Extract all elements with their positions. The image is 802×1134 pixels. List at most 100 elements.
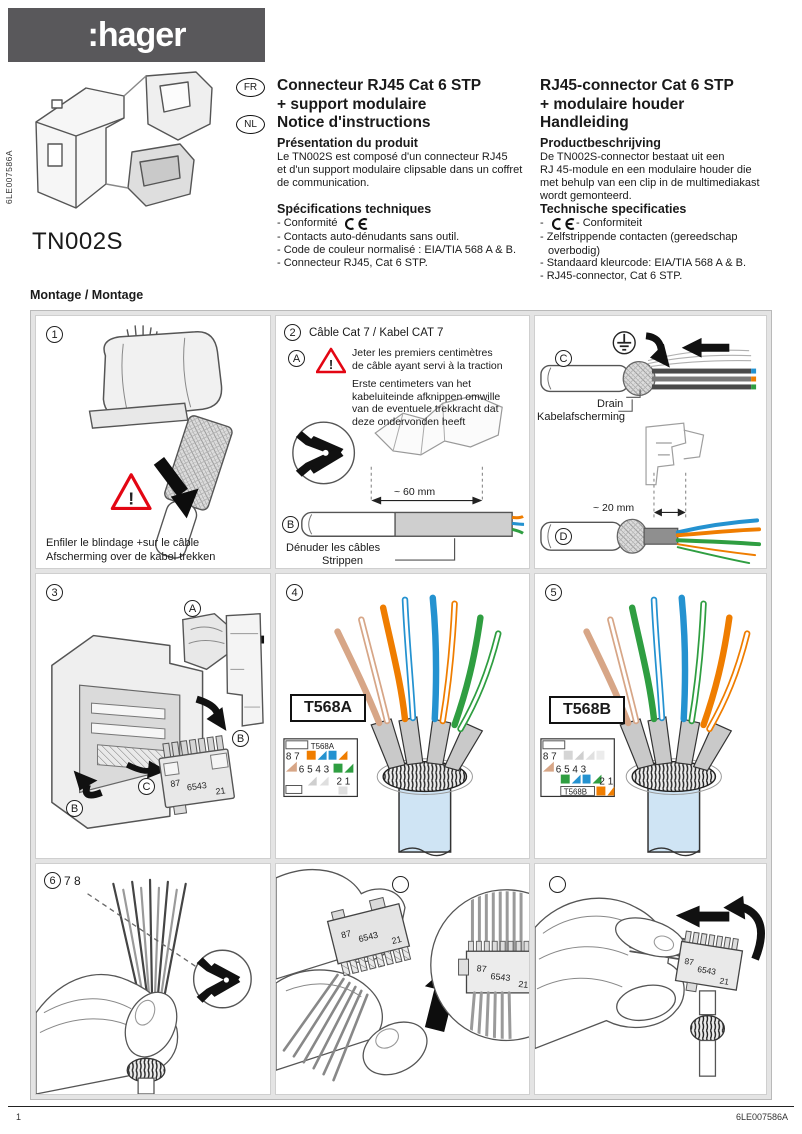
nl-spec-item: - RJ45-connector, Cat 6 STP. — [540, 270, 683, 282]
fr-spec-conformity: - Conformité — [277, 217, 369, 231]
step-number-3: 3 — [46, 584, 63, 601]
step678-illustration — [36, 878, 252, 1094]
fr-spec-item: - Code de couleur normalisé : EIA/TIA 56… — [277, 244, 517, 256]
step2-warning-nl: Erste centimeters van het kabeluiteinde … — [352, 378, 501, 428]
arrow-curved-icon — [723, 895, 765, 961]
hager-logo: :hager — [87, 15, 187, 54]
footer-reference: 6LE007586A — [735, 1112, 788, 1122]
warning-icon: ! — [316, 347, 346, 374]
fr-title-line1: Connecteur RJ45 Cat 6 STP — [277, 77, 482, 94]
step-label-d: D — [555, 528, 572, 545]
pinout-standard-label: T568A — [311, 742, 335, 751]
fr-spec-conformity-text: - Conformité — [277, 217, 338, 229]
connector-pin-numbers: 87 — [340, 928, 352, 940]
fr-presentation-body: Le TN002S est composé d'un connecteur RJ… — [277, 151, 523, 189]
step-label-c: C — [555, 350, 572, 367]
panel-insert-wires: 87 6543 21 — [275, 863, 530, 1095]
footer-page-number: 1 — [16, 1112, 22, 1122]
arrow-curved-icon — [125, 760, 167, 779]
step1-caption-nl: Afscherming over de kabel trekken — [46, 551, 216, 563]
nl-spec-item: - Zelfstrippende contacten (gereedschap … — [540, 231, 738, 257]
step3-label-b: B — [66, 800, 83, 817]
connector-pin-numbers: 21 — [215, 785, 226, 796]
connector-pin-numbers: 21 — [391, 934, 403, 946]
connector-pin-numbers: 6543 — [186, 780, 207, 793]
warning-exclamation: ! — [128, 488, 134, 508]
step1-illustration: ! — [88, 325, 233, 559]
connector-pin-numbers: 21 — [518, 979, 529, 990]
panel-step-678: 6 7 8 — [35, 863, 271, 1095]
nl-presentation-title: Productbeschrijving — [540, 136, 661, 150]
t568a-label: T568A — [290, 694, 367, 722]
warning-exclamation: ! — [329, 357, 333, 372]
pinout-row: 2 1 — [599, 777, 613, 788]
step2-label-b: B — [282, 516, 299, 533]
step-circle-empty — [549, 876, 566, 893]
step2-warning-fr: Jeter les premiers centimètres de câble … — [352, 347, 503, 372]
dimension-20mm: ~ 20 mm — [593, 502, 635, 514]
step-number-1: 1 — [46, 326, 63, 343]
ground-icon — [612, 331, 636, 355]
fr-specs-title: Spécifications techniques — [277, 202, 432, 216]
step2-caption-nl: Strippen — [322, 555, 363, 567]
rj45-connector-block: 87 6543 21 — [158, 735, 235, 816]
drain-label: Drain — [597, 398, 624, 410]
shield-braid-ring — [382, 760, 468, 793]
montage-grid: ! 1 Enfiler le blindage +sur le câble Af… — [30, 310, 772, 1100]
step1-caption-fr: Enfiler le blindage +sur le câble — [46, 537, 200, 549]
fr-doc-type: Notice d'instructions — [277, 114, 431, 131]
step-circle-empty — [392, 876, 409, 893]
rj45-connector-block: 87 6543 21 — [326, 896, 412, 977]
nl-title: RJ45-connector Cat 6 STP + modulaire hou… — [540, 76, 734, 114]
dimension-60mm-line — [371, 496, 483, 505]
step-number-5: 5 — [545, 584, 562, 601]
step3-label-a: A — [184, 600, 201, 617]
connector-pin-numbers: 6543 — [357, 930, 379, 945]
fr-presentation-title: Présentation du produit — [277, 136, 418, 150]
pinout-row: 6 5 4 3 — [299, 765, 330, 776]
dimension-20mm-line — [653, 508, 686, 517]
step-number-4: 4 — [286, 584, 303, 601]
fr-language-badge: FR — [236, 78, 265, 97]
arrow-curved-icon — [195, 695, 227, 731]
pinout-row: 2 1 — [337, 777, 351, 788]
warning-icon: ! — [110, 473, 152, 511]
step2-title: Câble Cat 7 / Kabel CAT 7 — [309, 327, 444, 339]
pinout-row: 8 7 — [286, 752, 300, 763]
shield-label: Kabelafscherming — [537, 411, 626, 423]
ce-mark-icon — [552, 217, 575, 230]
fr-spec-item: - Connecteur RJ45, Cat 6 STP. — [277, 257, 428, 269]
wire-pairs-t568a — [334, 594, 502, 733]
arrow-left-icon — [681, 337, 730, 358]
step5-illustration: 8 7 6 5 4 3 2 1 T568B — [540, 594, 751, 857]
wire-pairs-t568b — [583, 594, 751, 733]
connector-pin-numbers: 6543 — [697, 964, 717, 977]
step3-illustration: 87 6543 21 — [51, 612, 265, 829]
panel-close-connector: 87 6543 21 — [534, 863, 767, 1095]
nl-title-line1: RJ45-connector Cat 6 STP — [540, 77, 734, 94]
step-numbers-7-8: 7 8 — [64, 874, 81, 888]
step-number-2: 2 — [284, 324, 301, 341]
panel-step-4: T568A 8 7 6 5 4 3 2 1 4 — [275, 573, 530, 859]
panel-step-5: 8 7 6 5 4 3 2 1 T568B — [534, 573, 767, 859]
pinout-row: 6 5 4 3 — [556, 765, 587, 776]
panel-step-1: ! 1 Enfiler le blindage +sur le câble Af… — [35, 315, 271, 569]
nl-spec-conformity-text: - Conformiteit — [576, 217, 643, 229]
panel-step-cd: C Drain Kabelafscherming ~ 20 mm D — [534, 315, 767, 569]
step3-label-b: B — [232, 730, 249, 747]
connector-pin-numbers: 87 — [684, 956, 695, 967]
magnified-detail-circle: 87 6543 21 — [430, 889, 529, 1042]
connector-pin-numbers: 87 — [170, 778, 181, 789]
panel-step-2: 2 Câble Cat 7 / Kabel CAT 7 A ! Jeter le… — [275, 315, 530, 569]
pinout-row: 8 7 — [543, 752, 557, 763]
connector-pin-numbers: 87 — [476, 963, 487, 974]
nl-title-line2: + modulaire houder — [540, 96, 685, 113]
fr-title: Connecteur RJ45 Cat 6 STP + support modu… — [277, 76, 481, 114]
close-connector-illustration: 87 6543 21 — [535, 895, 765, 1077]
step4-illustration: T568A 8 7 6 5 4 3 2 1 — [283, 594, 502, 857]
arrow-curved-icon — [73, 770, 103, 799]
side-reference: 6LE007586A — [4, 150, 14, 205]
dimension-60mm: ~ 60 mm — [394, 486, 436, 498]
panel-step-3: 87 6543 21 3 A B B C — [35, 573, 271, 859]
arrow-curved-icon — [645, 332, 670, 368]
